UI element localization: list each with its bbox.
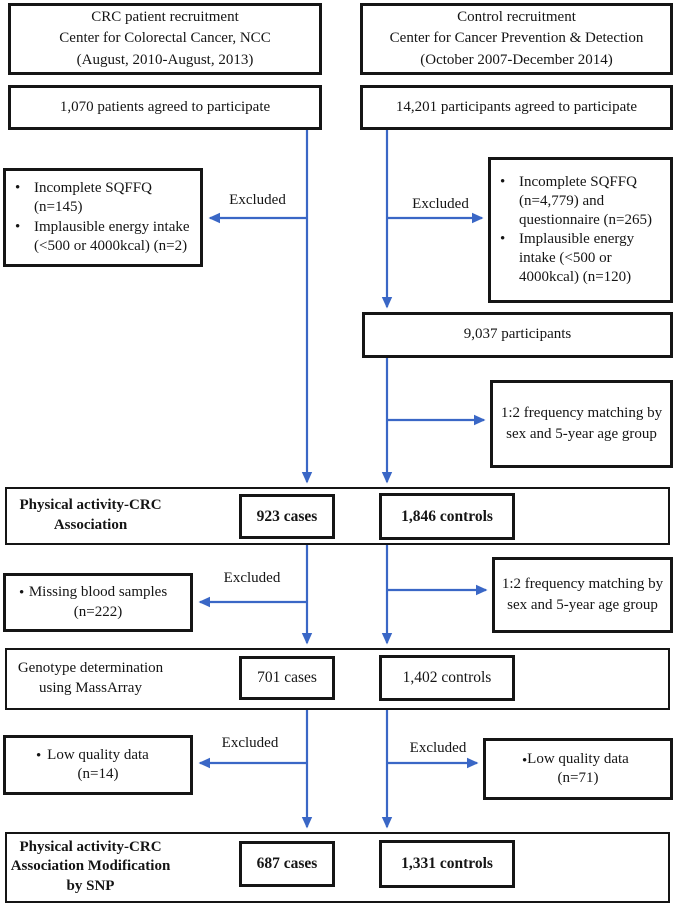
stage2-controls-text: 1,402 controls (402, 669, 492, 686)
stage1-controls-box: 1,846 controls (379, 493, 515, 540)
excluded-label-right-top: Excluded (412, 196, 469, 212)
excluded-label-right-bottom: Excluded (409, 740, 467, 756)
crc-header-line1: CRC patient recruitment (91, 9, 239, 26)
bullet-icon: • (36, 748, 42, 764)
participants-9037-text: 9,037 participants (463, 326, 572, 343)
low-quality-right-text: Low quality data (n=71) (527, 750, 629, 787)
stage3-controls-box: 1,331 controls (379, 840, 515, 888)
control-header-line2: Center for Cancer Prevention & Detection (389, 30, 644, 47)
stage1-cases-text: 923 cases (256, 507, 318, 525)
stage1-association-box: Physical activity-CRC Association 923 ca… (5, 487, 670, 545)
stage2-genotype-box: Genotype determination using MassArray 7… (5, 648, 670, 710)
stage3-cases-box: 687 cases (239, 841, 335, 887)
exclusion-item-text: Implausible energy intake (<500 or 4000k… (34, 218, 190, 254)
low-quality-right-box: • Low quality data (n=71) (483, 738, 673, 800)
exclusion-item-text: Implausible energy intake (<500 or 4000k… (519, 231, 635, 286)
bullet-icon: • (500, 173, 506, 190)
low-quality-left-text: Low quality data (n=14) (47, 746, 149, 783)
bullet-icon: • (522, 753, 528, 769)
exclusion-item: • Implausible energy intake (<500 or 400… (15, 218, 196, 256)
stage3-cases-text: 687 cases (256, 855, 318, 872)
participants-9037-box: 9,037 participants (362, 312, 673, 358)
stage2-title: Genotype determination using MassArray (17, 660, 164, 696)
control-agreed-box: 14,201 participants agreed to participat… (360, 85, 673, 130)
crc-header-line3: (August, 2010-August, 2013) (76, 51, 254, 68)
stage3-controls-text: 1,331 controls (401, 855, 493, 872)
excluded-label-left-top: Excluded (229, 192, 286, 208)
bullet-icon: • (500, 231, 506, 247)
excluded-label-left-mid: Excluded (223, 570, 281, 586)
stage2-controls-box: 1,402 controls (379, 655, 515, 701)
excluded-label-left-bottom: Excluded (221, 735, 279, 751)
stage1-title: Physical activity-CRC Association (19, 497, 162, 533)
frequency-matching-box-1: 1:2 frequency matching by sex and 5-year… (490, 380, 673, 468)
control-header-line1: Control recruitment (457, 9, 576, 26)
frequency-matching-box-2: 1:2 frequency matching by sex and 5-year… (492, 557, 673, 633)
low-quality-left-box: • Low quality data (n=14) (3, 735, 193, 795)
stage2-cases-box: 701 cases (239, 656, 335, 700)
control-recruitment-header-box: Control recruitment Center for Cancer Pr… (360, 3, 673, 75)
stage3-snp-box: Physical activity-CRC Association Modifi… (5, 832, 670, 903)
crc-agreed-text: 1,070 patients agreed to participate (59, 98, 271, 115)
control-agreed-text: 14,201 participants agreed to participat… (395, 98, 638, 115)
bullet-icon: • (19, 585, 25, 601)
exclusion-item: • Implausible energy intake (<500 or 400… (500, 230, 666, 287)
bullet-icon: • (15, 218, 21, 235)
crc-header-line2: Center for Colorectal Cancer, NCC (59, 30, 271, 47)
missing-blood-text: Missing blood samples (n=222) (28, 584, 168, 620)
crc-recruitment-header-box: CRC patient recruitment Center for Color… (8, 3, 322, 75)
exclusion-item: • Incomplete SQFFQ (n=4,779) and questio… (500, 173, 666, 230)
bullet-icon: • (15, 180, 21, 197)
stage1-cases-box: 923 cases (239, 494, 335, 539)
crc-agreed-box: 1,070 patients agreed to participate (8, 85, 322, 130)
crc-exclusion-box: • Incomplete SQFFQ (n=145) • Implausible… (3, 168, 203, 267)
exclusion-item-text: Incomplete SQFFQ (n=4,779) and questionn… (519, 173, 653, 228)
stage1-controls-text: 1,846 controls (401, 507, 493, 525)
stage2-cases-text: 701 cases (257, 669, 317, 686)
missing-blood-samples-box: • Missing blood samples (n=222) (3, 573, 193, 632)
frequency-matching-text: 1:2 frequency matching by sex and 5-year… (500, 404, 663, 442)
control-exclusion-box: • Incomplete SQFFQ (n=4,779) and questio… (488, 157, 673, 303)
stage3-title: Physical activity-CRC Association Modifi… (10, 838, 171, 895)
exclusion-item: • Incomplete SQFFQ (n=145) (15, 179, 196, 217)
control-header-line3: (October 2007-December 2014) (420, 51, 613, 68)
exclusion-item-text: Incomplete SQFFQ (n=145) (34, 180, 152, 216)
frequency-matching-text: 1:2 frequency matching by sex and 5-year… (501, 575, 664, 613)
